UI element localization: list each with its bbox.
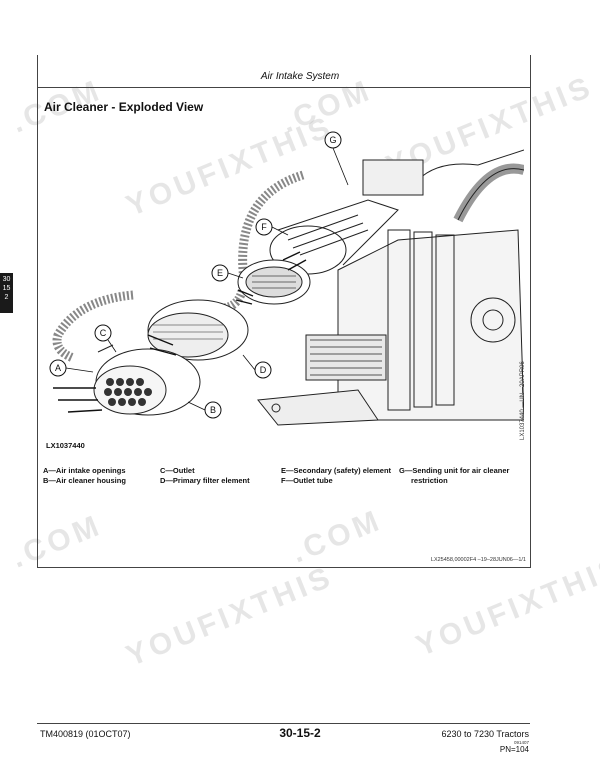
legend-column: A—Air intake openings B—Air cleaner hous… [43,466,126,486]
footer-page-number: 30-15-2 [279,726,321,740]
callout-f: F [255,218,273,236]
legend-item-f: F—Outlet tube [281,476,333,485]
footer-manual-number: TM400819 (01OCT07) [40,729,131,739]
air-cleaner-housing [93,344,201,416]
legend-item-d: D—Primary filter element [160,476,250,485]
tab-line: 15 [2,285,11,292]
svg-text:E: E [217,268,223,278]
air-cleaner-exploded-diagram: G F E C A D B [49,131,524,426]
callout-a: A [49,359,67,377]
callout-c: C [94,324,112,342]
svg-text:D: D [260,365,267,375]
legend-item-a: A—Air intake openings [43,466,126,475]
legend-column: C—Outlet D—Primary filter element [160,466,250,486]
airflow-arrows [53,251,307,413]
callout-e: E [211,264,229,282]
tab-line: 2 [4,294,9,301]
svg-text:B: B [210,405,216,415]
figure-title: Air Cleaner - Exploded View [44,100,204,114]
watermark: YOUFIXTHIS [121,560,338,674]
legend-item-g-cont: restriction [411,476,448,485]
legend-item-e: E—Secondary (safety) element [281,466,392,475]
svg-text:A: A [55,363,61,373]
footer-pn: PN=104 [499,745,529,754]
svg-text:C: C [100,328,107,338]
section-tab: 30 15 2 [0,273,13,313]
legend-item-c: C—Outlet [160,466,195,475]
legend-item-b: B—Air cleaner housing [43,476,126,485]
footer-rule [37,723,530,724]
tab-line: 30 [2,276,11,283]
footer-date-code: 091407 [513,740,529,745]
secondary-element [237,259,311,305]
callout-d: D [254,361,272,379]
legend-column: E—Secondary (safety) element F—Outlet tu… [281,466,391,486]
section-title: Air Intake System [260,71,340,82]
reference-code: LX25458,00002F4 –19–28JUN06—1/1 [430,557,526,563]
page-frame [37,55,531,568]
callout-g: G [324,131,342,149]
svg-text:F: F [261,222,267,232]
tractor-frame [257,149,524,426]
svg-text:G: G [329,135,336,145]
figure-code: LX1037440 [46,441,85,450]
figure-side-code: LX1037440 —UN—20APR06 [520,361,526,440]
legend-item-g: G—Sending unit for air cleaner [399,466,510,475]
legend-column: G—Sending unit for air cleaner restricti… [399,466,509,486]
header-rule [37,87,530,88]
footer-model: 6230 to 7230 Tractors [441,729,529,739]
callout-b: B [204,401,222,419]
